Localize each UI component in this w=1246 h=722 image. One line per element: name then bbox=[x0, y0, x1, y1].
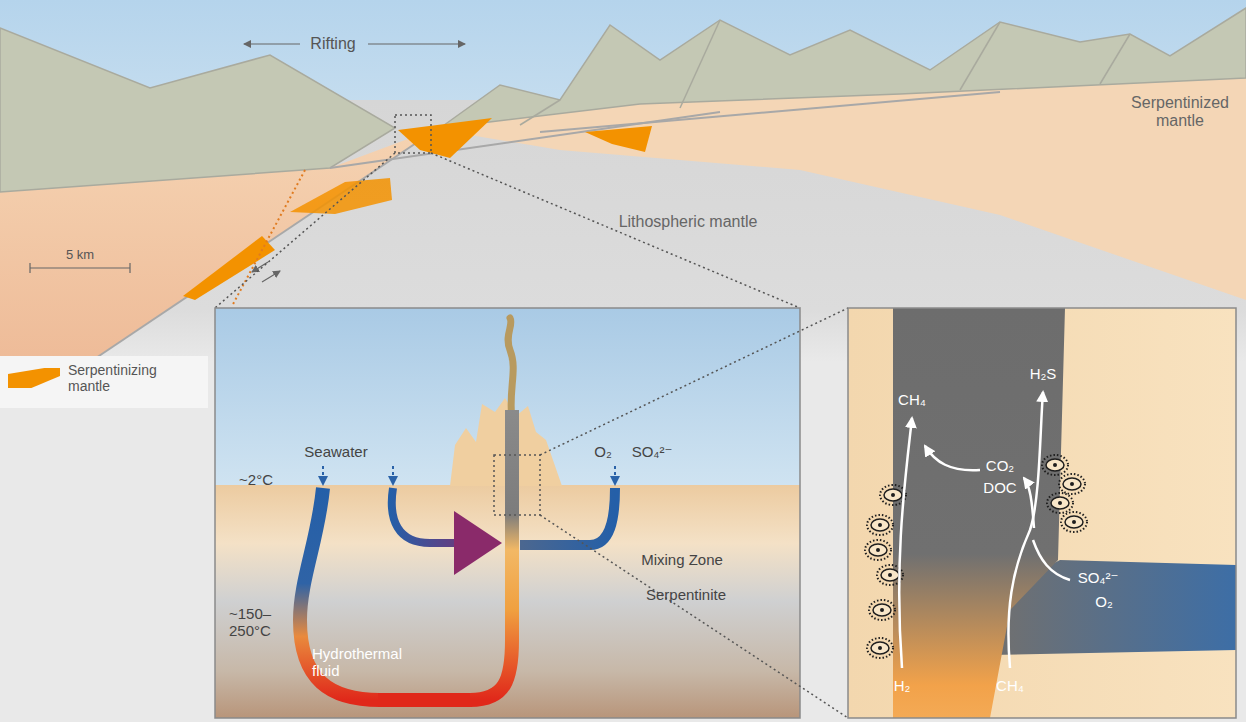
scale-label: 5 km bbox=[66, 248, 94, 263]
legend-swatch bbox=[8, 368, 60, 388]
fluid-label: Seawater bbox=[304, 443, 367, 460]
chemical-label: O₂ bbox=[1095, 593, 1113, 610]
direction-label: Rifting bbox=[310, 35, 355, 53]
legend-text: Serpentinizing mantle bbox=[68, 362, 188, 394]
chemical-label: CH₄ bbox=[898, 391, 926, 408]
chemical-label: H₂ bbox=[894, 677, 911, 694]
chemical-label: H₂S bbox=[1030, 365, 1057, 382]
chemical-label: DOC bbox=[983, 479, 1016, 496]
chemical-label: CO₂ bbox=[986, 457, 1014, 474]
zone-label: Serpentinite bbox=[646, 586, 726, 603]
chemical-label: SO₄²⁻ bbox=[1078, 569, 1119, 586]
chemical-label: O₂ bbox=[594, 443, 612, 460]
temperature-label: ~2°C bbox=[239, 471, 273, 488]
temperature-label: ~150–250°C bbox=[229, 605, 287, 640]
region-label: Lithospheric mantle bbox=[619, 213, 758, 231]
chemical-label: CH₄ bbox=[996, 677, 1024, 694]
region-label: Serpentinized mantle bbox=[1120, 94, 1240, 131]
legend-entry: Serpentinizing mantle bbox=[8, 362, 188, 394]
fluid-label: Hydrothermal fluid bbox=[312, 645, 412, 680]
zone-label: Mixing Zone bbox=[641, 551, 723, 568]
chemical-label: SO₄²⁻ bbox=[632, 443, 673, 460]
